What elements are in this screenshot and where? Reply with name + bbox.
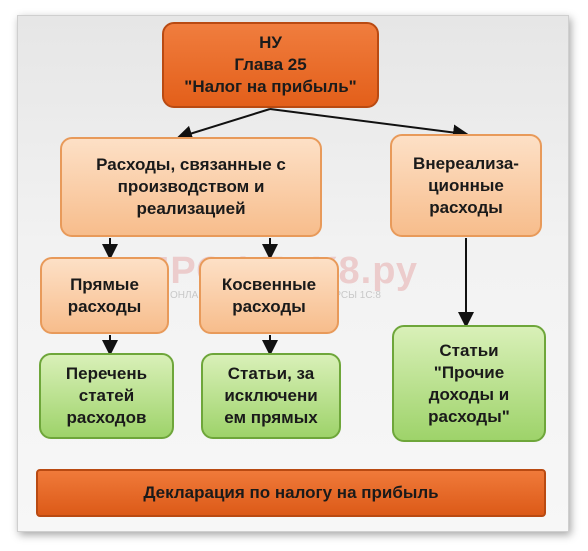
node-production: Расходы, связанные с производством и реа… xyxy=(60,137,322,237)
node-direct: Прямые расходы xyxy=(40,257,169,334)
node-indirect: Косвенные расходы xyxy=(199,257,339,334)
footer-declaration: Декларация по налогу на прибыль xyxy=(36,469,546,517)
node-list: Перечень статей расходов xyxy=(39,353,174,439)
arrow-root-to-nonoperating xyxy=(269,108,469,141)
node-nonoperating: Внереализа- ционные расходы xyxy=(390,134,542,237)
node-except-direct: Статьи, за исключени ем прямых xyxy=(201,353,341,439)
node-root: НУ Глава 25 "Налог на прибыль" xyxy=(162,22,379,108)
arrow-root-to-production xyxy=(176,108,271,142)
node-other: Статьи "Прочие доходы и расходы" xyxy=(392,325,546,442)
